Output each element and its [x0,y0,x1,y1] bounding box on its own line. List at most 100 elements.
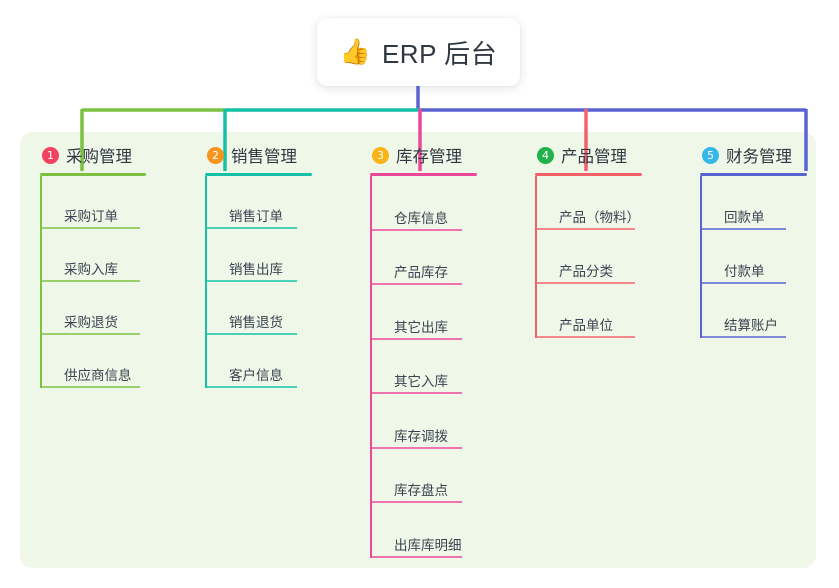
leaf-label: 付款单 [724,264,765,279]
branch-header-4[interactable]: 4 产品管理 [535,142,642,168]
leaf-item[interactable]: 结算账户 [700,284,807,338]
leaf-label: 销售出库 [229,262,283,277]
leaf-rule [700,228,786,230]
leaf-label: 客户信息 [229,368,283,383]
leaf-label: 供应商信息 [64,368,132,383]
leaf-item[interactable]: 销售订单 [205,176,312,229]
leaf-rule [370,555,462,558]
leaf-label: 产品（物料） [559,210,640,225]
leaf-list: 产品（物料） 产品分类产品单位 [535,176,642,338]
root-node-content: 👍 ERP 后台 [340,34,497,71]
leaf-item[interactable]: 产品分类 [535,230,642,284]
leaf-item[interactable]: 销售退货 [205,282,312,335]
branch-spine [700,176,702,338]
leaf-label: 采购入库 [64,262,118,277]
leaf-item[interactable]: 付款单 [700,230,807,284]
branch-title: 产品管理 [561,148,627,166]
leaf-label: 产品分类 [559,264,613,279]
leaf-item[interactable]: 产品单位 [535,284,642,338]
leaf-rule [700,282,786,284]
branch-header-2[interactable]: 2 销售管理 [205,142,312,168]
leaf-item[interactable]: 其它入库 [370,340,477,394]
leaf-item[interactable]: 其它出库 [370,285,477,340]
leaf-rule [370,446,462,449]
leaf-label: 仓库信息 [394,210,448,226]
leaf-rule [40,227,140,229]
leaf-item[interactable]: 库存调拨 [370,394,477,449]
leaf-rule [535,336,635,338]
branch-header-rule [205,173,312,176]
branch-title: 库存管理 [396,148,462,166]
leaf-item[interactable]: 采购退货 [40,282,146,335]
leaf-label: 回款单 [724,210,765,225]
branch-header-1[interactable]: 1 采购管理 [40,142,146,168]
leaf-rule [535,282,635,284]
leaf-rule [40,333,140,335]
branch-column-2: 2 销售管理销售订单销售出库销售退货客户信息 [205,142,312,388]
branch-header-rule [535,173,642,176]
branch-header-5[interactable]: 5 财务管理 [700,142,807,168]
leaf-label: 产品单位 [559,318,613,333]
leaf-item[interactable]: 回款单 [700,176,807,230]
branch-number-badge: 3 [372,146,389,164]
leaf-item[interactable]: 客户信息 [205,335,312,388]
branches-panel [20,132,816,568]
branch-spine [535,176,537,338]
branch-header-3[interactable]: 3 库存管理 [370,142,477,168]
leaf-label: 产品库存 [394,265,448,280]
leaf-rule [205,227,297,229]
leaf-rule [205,333,297,335]
leaf-label: 采购订单 [64,209,118,224]
leaf-rule [370,228,462,231]
leaf-list: 销售订单销售出库销售退货客户信息 [205,176,312,388]
branch-title: 销售管理 [231,148,297,166]
branch-header-rule [40,173,146,176]
branch-spine [205,176,207,388]
branch-column-3: 3 库存管理仓库信息产品库存其它出库其它入库库存调拨库存盘点出库库明细 [370,142,477,558]
branch-title: 采购管理 [66,148,132,166]
leaf-item[interactable]: 仓库信息 [370,176,477,231]
branch-spine [370,176,372,558]
leaf-item[interactable]: 采购订单 [40,176,146,229]
branch-header-rule [370,173,477,176]
branch-column-5: 5 财务管理回款单付款单结算账户 [700,142,807,338]
leaf-rule [370,501,462,503]
branch-title: 财务管理 [726,148,792,166]
leaf-list: 采购订单采购入库采购退货供应商信息 [40,176,146,388]
leaf-item[interactable]: 产品库存 [370,231,477,285]
branch-column-1: 1 采购管理采购订单采购入库采购退货供应商信息 [40,142,146,388]
branch-spine [40,176,42,388]
branch-header-rule [700,173,807,176]
leaf-rule [205,280,297,282]
leaf-label: 其它入库 [394,374,448,389]
thumbs-up-icon: 👍 [339,37,371,66]
leaf-rule [40,386,140,388]
root-node-title: ERP 后台 [381,38,498,69]
leaf-rule [370,392,462,394]
branch-number-badge: 2 [207,146,224,164]
leaf-label: 其它出库 [394,319,448,335]
leaf-item[interactable]: 采购入库 [40,229,146,282]
leaf-item[interactable]: 出库库明细 [370,503,477,558]
branch-number-badge: 4 [537,146,554,164]
leaf-label: 销售订单 [229,209,283,224]
leaf-item[interactable]: 产品（物料） [535,176,642,230]
leaf-label: 库存调拨 [394,428,448,444]
leaf-item[interactable]: 供应商信息 [40,335,146,388]
leaf-item[interactable]: 销售出库 [205,229,312,282]
leaf-rule [370,283,462,285]
leaf-label: 结算账户 [724,318,778,333]
leaf-label: 采购退货 [64,315,118,330]
leaf-list: 回款单付款单结算账户 [700,176,807,338]
leaf-rule [700,336,786,338]
root-node-card[interactable]: 👍 ERP 后台 [317,18,520,86]
leaf-label: 销售退货 [229,315,283,330]
branch-number-badge: 1 [42,146,59,164]
leaf-rule [370,337,462,340]
leaf-list: 仓库信息产品库存其它出库其它入库库存调拨库存盘点出库库明细 [370,176,477,558]
leaf-rule [40,280,140,282]
branch-number-badge: 5 [702,146,719,164]
branch-column-4: 4 产品管理产品（物料） 产品分类产品单位 [535,142,642,338]
leaf-item[interactable]: 库存盘点 [370,449,477,503]
